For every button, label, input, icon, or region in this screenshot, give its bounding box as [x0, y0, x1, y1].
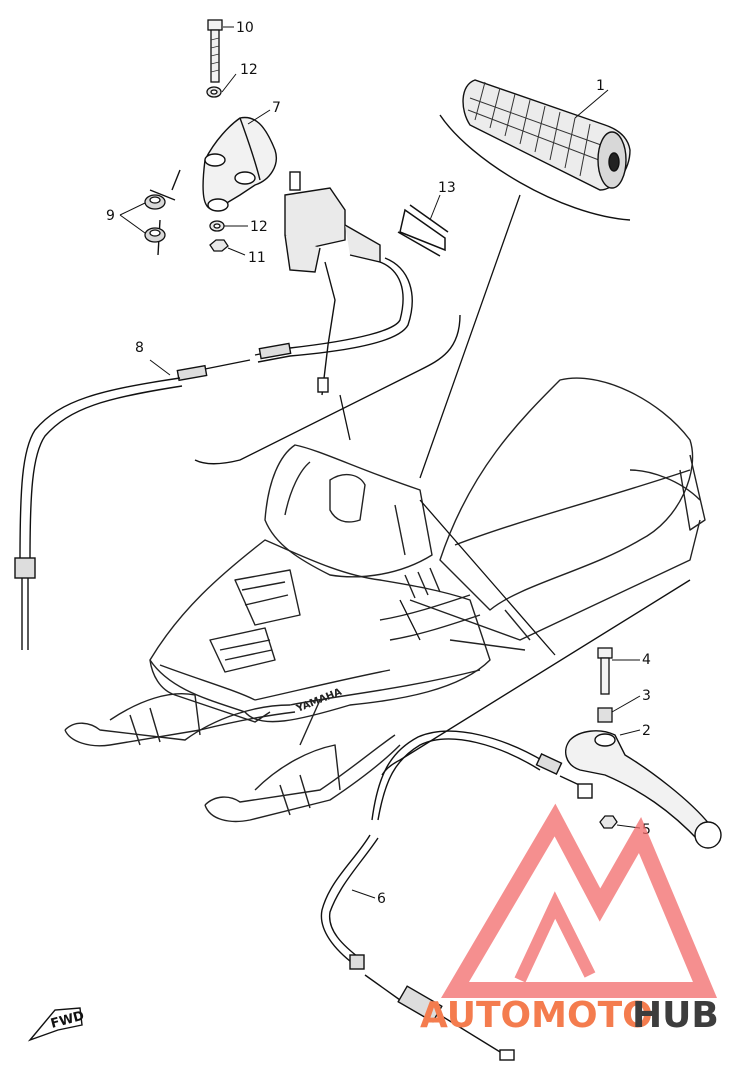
- brake-cable-icon: [320, 730, 593, 1061]
- throttle-housing-icon: [202, 116, 381, 396]
- leader-lines: [339, 194, 556, 656]
- bolt-icon: [207, 19, 223, 83]
- lever-nut-icon: [599, 815, 618, 829]
- label-grip: 1: [596, 78, 605, 94]
- label-brake-cable: 6: [377, 891, 386, 907]
- label-throttle-cable: 8: [135, 340, 144, 356]
- throttle-cable-icon: [14, 257, 413, 650]
- label-housing: 7: [272, 100, 281, 116]
- label-grommet: 9: [106, 208, 115, 224]
- label-housing-bolt: 10: [236, 20, 254, 36]
- label-washer: 12: [240, 62, 258, 78]
- label-housing-nut: 11: [248, 250, 266, 266]
- label-washer-lower: 12: [250, 219, 268, 235]
- lever-bolt-icon: [597, 647, 613, 695]
- clip-icon: [397, 204, 449, 257]
- washer-icon: [206, 86, 222, 98]
- yamaha-decal: YAMAHA: [294, 687, 344, 716]
- washer-lower-icon: [209, 220, 225, 232]
- label-clip: 13: [438, 180, 456, 196]
- snowmobile-body: [64, 377, 706, 823]
- brake-lever-icon: [564, 730, 722, 849]
- fwd-arrow-icon: FWD: [27, 1007, 86, 1042]
- part-labels: 1 2 3 4 5 6 7 8 9 10 11 12 12 13: [106, 20, 651, 907]
- watermark-logo-icon: [441, 803, 718, 998]
- nut-icon: [209, 239, 229, 252]
- watermark-text-automoto: AUTOMOTO: [420, 995, 653, 1036]
- watermark-text-hub: HUB: [632, 995, 719, 1036]
- grommet-icon: [144, 194, 166, 243]
- label-brake-lever: 2: [642, 723, 651, 739]
- label-leaders: [119, 26, 641, 899]
- label-collar: 3: [642, 688, 651, 704]
- collar-icon: [597, 707, 613, 723]
- label-lever-bolt: 4: [642, 652, 651, 668]
- grip-icon: [462, 79, 631, 191]
